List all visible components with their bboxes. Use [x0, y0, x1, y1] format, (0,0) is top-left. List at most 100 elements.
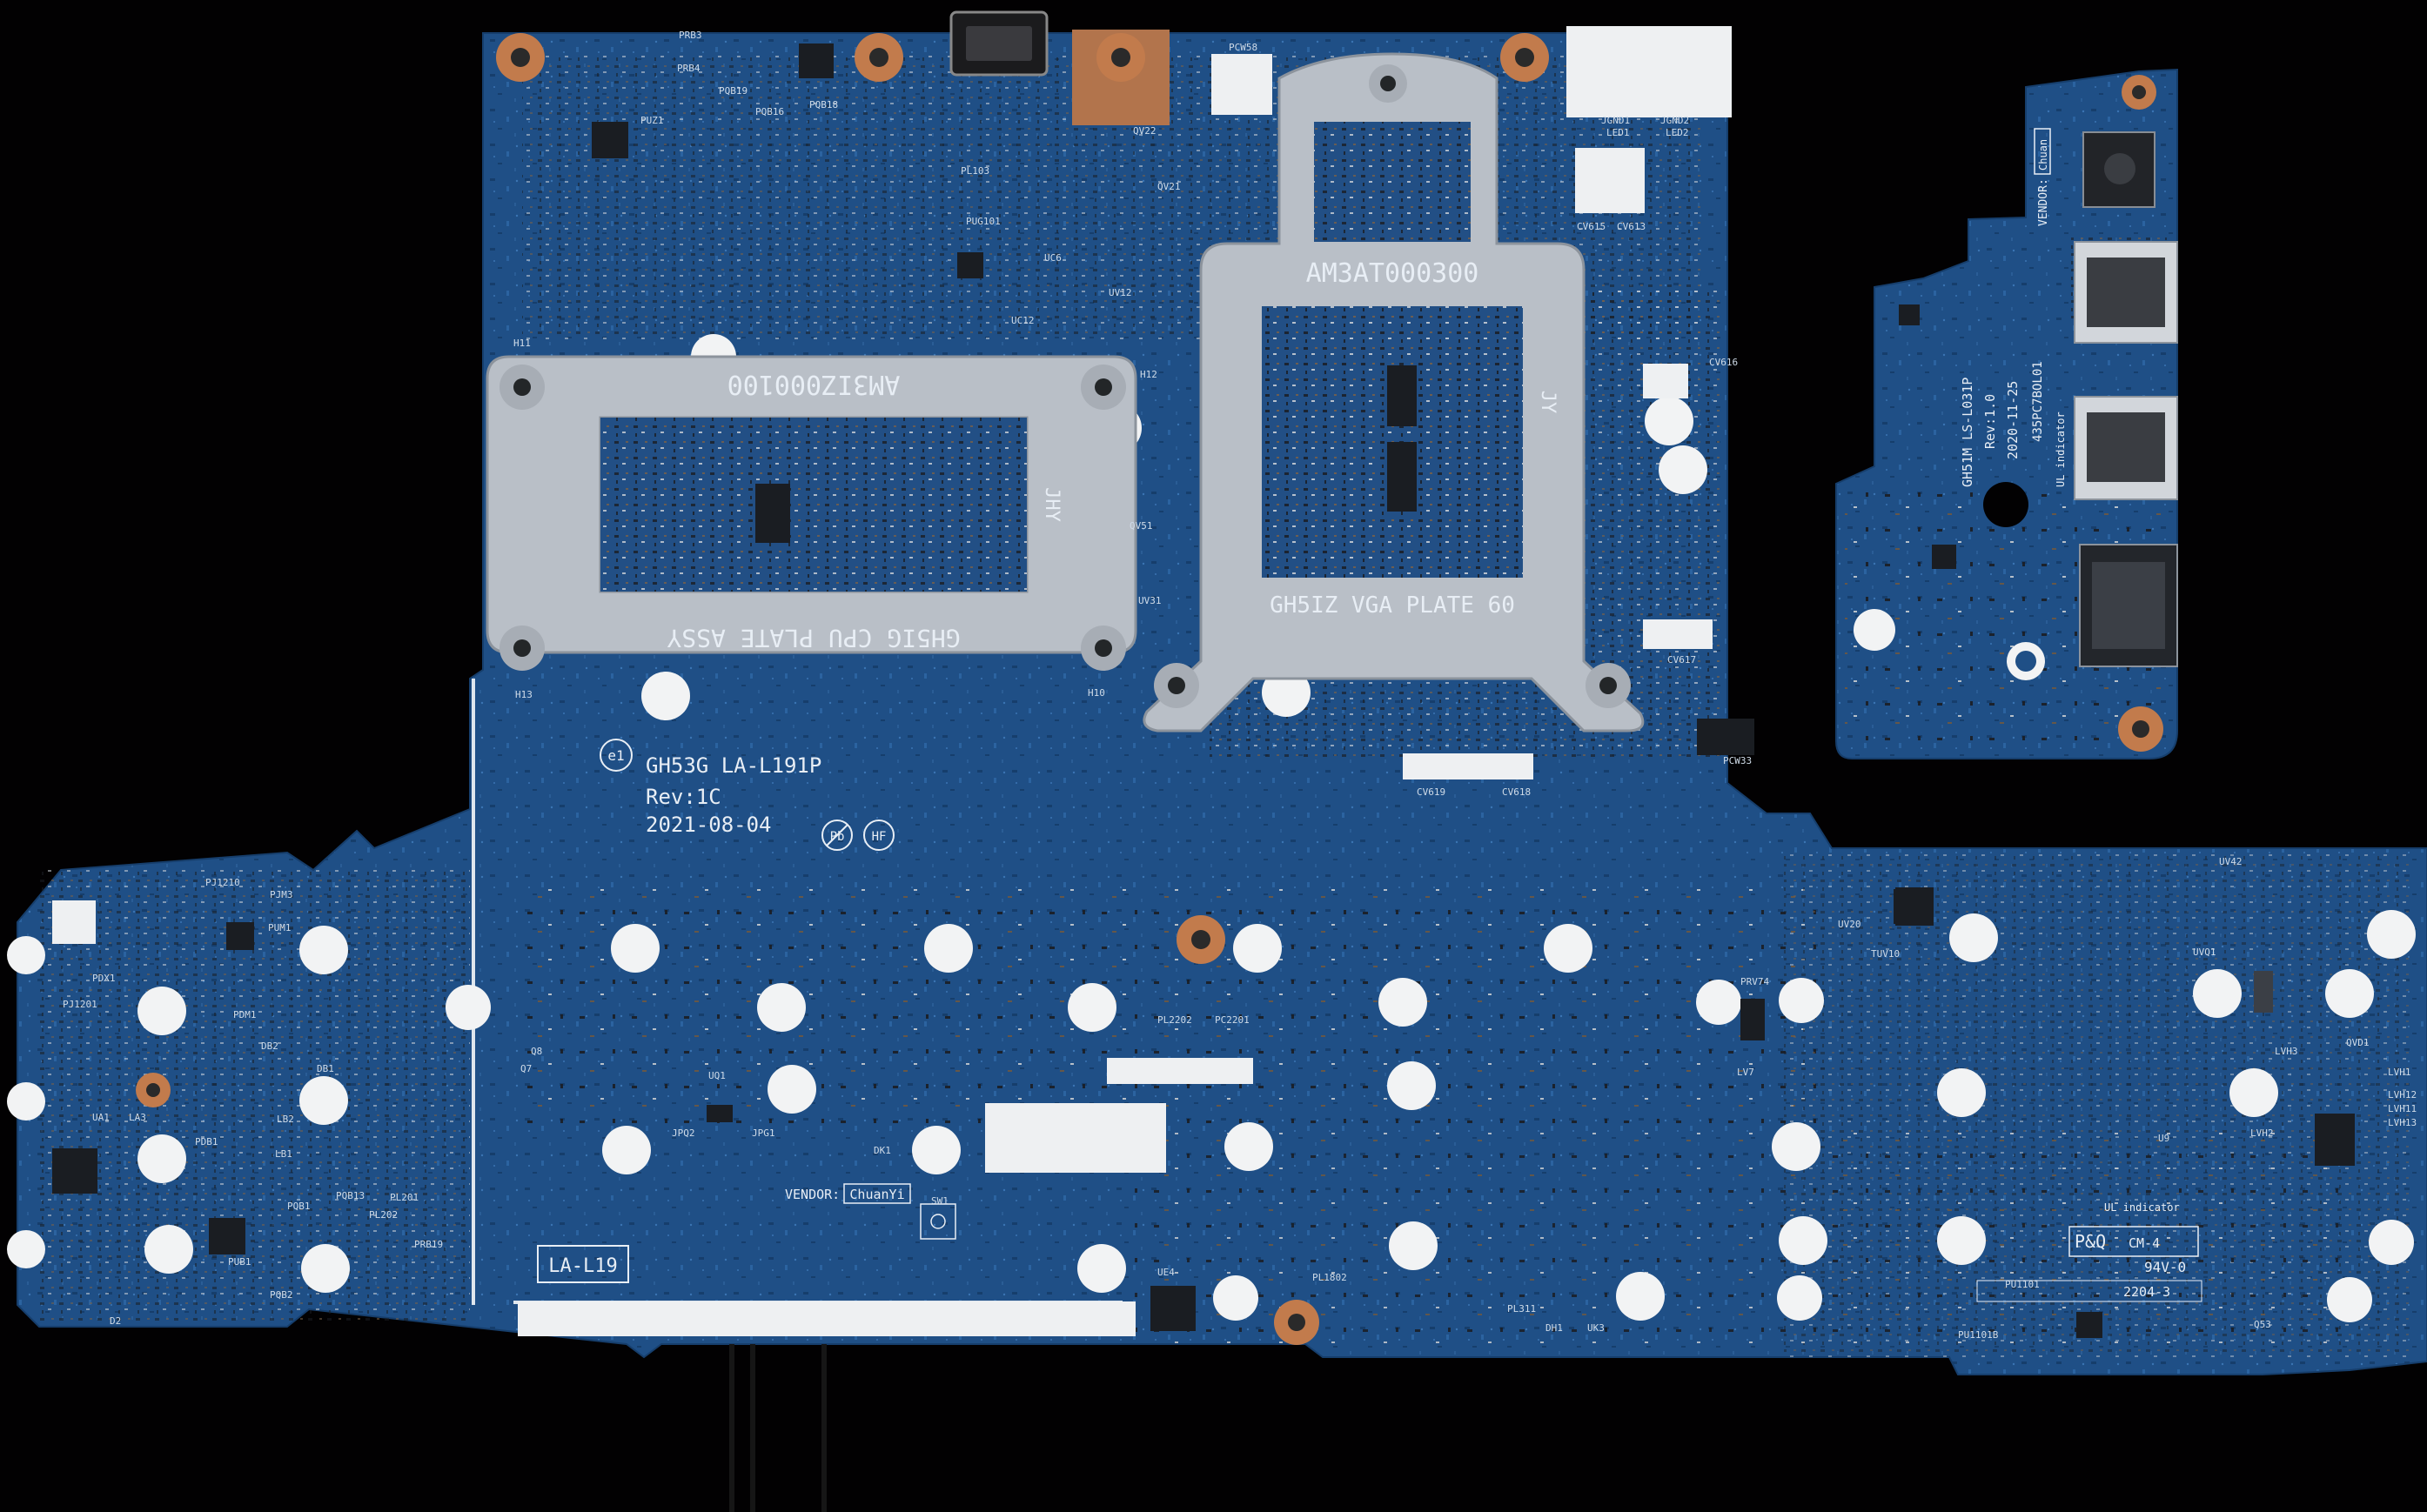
cert-94v: 94V-0 — [2144, 1259, 2186, 1275]
svg-text:PUB1: PUB1 — [228, 1256, 251, 1268]
svg-text:D2: D2 — [110, 1315, 121, 1327]
svg-text:PQB2: PQB2 — [270, 1289, 293, 1301]
gpu-bracket-top-text: AM3AT000300 — [1306, 258, 1479, 289]
board-rev-text: Rev:1C — [646, 785, 721, 809]
refdes-labels: PRB3 PRB4 PQB19 PQB16 PQB18 PUZ1 PCW58 P… — [63, 30, 2417, 1341]
svg-text:PQB19: PQB19 — [719, 85, 748, 97]
white-edge-strip — [518, 1301, 1136, 1336]
vendor-name: ChuanYi — [849, 1187, 904, 1202]
io-usb-port-2 — [2074, 396, 2178, 500]
svg-text:QV51: QV51 — [1130, 520, 1153, 532]
svg-text:LVH1: LVH1 — [2388, 1067, 2411, 1078]
io-card-slot — [2079, 544, 2178, 667]
cv619-pads — [1403, 753, 1533, 779]
svg-text:QVD1: QVD1 — [2346, 1037, 2370, 1048]
svg-text:435PC7BOL01: 435PC7BOL01 — [2031, 361, 2045, 442]
svg-text:Q8: Q8 — [531, 1046, 542, 1057]
cw-pad — [1211, 54, 1272, 115]
svg-text:DB2: DB2 — [261, 1040, 278, 1052]
svg-text:JPQ2: JPQ2 — [672, 1127, 695, 1139]
board-tag-box — [537, 1245, 629, 1283]
svg-text:CV616: CV616 — [1709, 357, 1738, 368]
svg-text:PDX1: PDX1 — [92, 973, 116, 984]
switch-sw1 — [920, 1203, 956, 1240]
svg-text:UL indicator: UL indicator — [2055, 411, 2067, 487]
svg-text:SW1: SW1 — [931, 1195, 949, 1207]
cv617-pad — [1643, 619, 1713, 649]
svg-text:PJM3: PJM3 — [270, 889, 293, 900]
svg-text:TUV10: TUV10 — [1871, 948, 1900, 960]
svg-text:PRB19: PRB19 — [414, 1239, 443, 1250]
svg-text:PUG101: PUG101 — [966, 216, 1001, 227]
svg-text:UV31: UV31 — [1138, 595, 1162, 606]
pb-free-mark: Pb — [821, 820, 853, 851]
io-usb-port-1 — [2074, 241, 2178, 344]
cpu-bracket-bottom-text: GH5IG CPU PLATE ASSY — [667, 624, 960, 652]
svg-text:LA3: LA3 — [129, 1112, 146, 1123]
svg-text:UV20: UV20 — [1838, 919, 1861, 930]
svg-text:PL311: PL311 — [1507, 1303, 1536, 1315]
svg-text:PDB1: PDB1 — [195, 1136, 218, 1147]
cable-2 — [750, 1344, 755, 1512]
cert-code-box — [1976, 1280, 2202, 1302]
io-copper-hole-bottom-center — [2132, 720, 2149, 738]
io-copper-hole-top-center — [2132, 85, 2146, 99]
svg-text:JGND1: JGND1 — [1601, 115, 1630, 126]
svg-text:PJ1201: PJ1201 — [63, 999, 97, 1010]
svg-text:CV618: CV618 — [1502, 786, 1531, 798]
cert-cm: CM-4 — [2129, 1235, 2160, 1251]
svg-text:LVH11: LVH11 — [2388, 1103, 2417, 1114]
cv616-pad — [1643, 364, 1688, 398]
white-block-a — [1107, 1058, 1253, 1084]
svg-text:JPG1: JPG1 — [752, 1127, 775, 1139]
halogen-free-mark: HF — [863, 820, 895, 851]
svg-text:PCW58: PCW58 — [1229, 42, 1257, 53]
svg-text:PL103: PL103 — [961, 165, 989, 177]
white-pad-cluster-top — [1566, 26, 1732, 117]
svg-text:Q53: Q53 — [2254, 1319, 2271, 1330]
svg-text:PQB18: PQB18 — [809, 99, 838, 110]
svg-text:Q7: Q7 — [520, 1063, 532, 1074]
svg-text:CV617: CV617 — [1667, 654, 1696, 666]
svg-text:UQ1: UQ1 — [708, 1070, 726, 1081]
svg-text:LV7: LV7 — [1737, 1067, 1754, 1078]
svg-text:LVH3: LVH3 — [2275, 1046, 2298, 1057]
board-tag-text: LA-L19 — [548, 1255, 617, 1277]
svg-text:CV613: CV613 — [1617, 221, 1646, 232]
svg-text:JGND2: JGND2 — [1660, 115, 1689, 126]
svg-text:LED2: LED2 — [1666, 127, 1689, 138]
cpu-bracket — [486, 355, 1137, 671]
svg-text:H13: H13 — [515, 689, 533, 700]
svg-text:Chuan: Chuan — [2037, 139, 2049, 171]
svg-text:UC6: UC6 — [1044, 252, 1062, 264]
cert-pq: P&Q — [2075, 1231, 2106, 1252]
svg-text:PL1802: PL1802 — [1312, 1272, 1347, 1283]
svg-text:LED1: LED1 — [1606, 127, 1630, 138]
left-top-pad — [52, 900, 96, 944]
usb-c-port-inner — [966, 26, 1032, 61]
svg-text:H10: H10 — [1088, 687, 1105, 699]
svg-text:QV21: QV21 — [1157, 181, 1181, 192]
io-board-chip-small — [1899, 304, 1920, 325]
svg-text:PQB1: PQB1 — [287, 1201, 311, 1212]
lower-right-component-area — [1131, 1131, 2350, 1348]
svg-text:PU1101: PU1101 — [2005, 1279, 2040, 1290]
svg-text:PUZ1: PUZ1 — [640, 115, 664, 126]
middle-component-area — [513, 887, 1819, 1131]
switch-sw1-button — [930, 1214, 946, 1229]
svg-text:PC2201: PC2201 — [1215, 1014, 1250, 1026]
vendor-box — [843, 1183, 911, 1204]
svg-text:PRB4: PRB4 — [677, 63, 701, 74]
cpu-bracket-top-text: AM3IZ000100 — [727, 369, 901, 399]
svg-text:GH51M LS-L031P: GH51M LS-L031P — [1960, 378, 1975, 487]
svg-text:PQB13: PQB13 — [336, 1190, 365, 1201]
svg-text:LB1: LB1 — [275, 1148, 292, 1160]
svg-text:PL202: PL202 — [369, 1209, 398, 1221]
led-pad — [1575, 148, 1645, 213]
svg-text:LVH13: LVH13 — [2388, 1117, 2417, 1128]
svg-text:CV615: CV615 — [1577, 221, 1606, 232]
svg-text:U9: U9 — [2158, 1133, 2169, 1144]
svg-text:PDM1: PDM1 — [233, 1009, 257, 1020]
svg-text:2020-11-25: 2020-11-25 — [2005, 381, 2021, 459]
